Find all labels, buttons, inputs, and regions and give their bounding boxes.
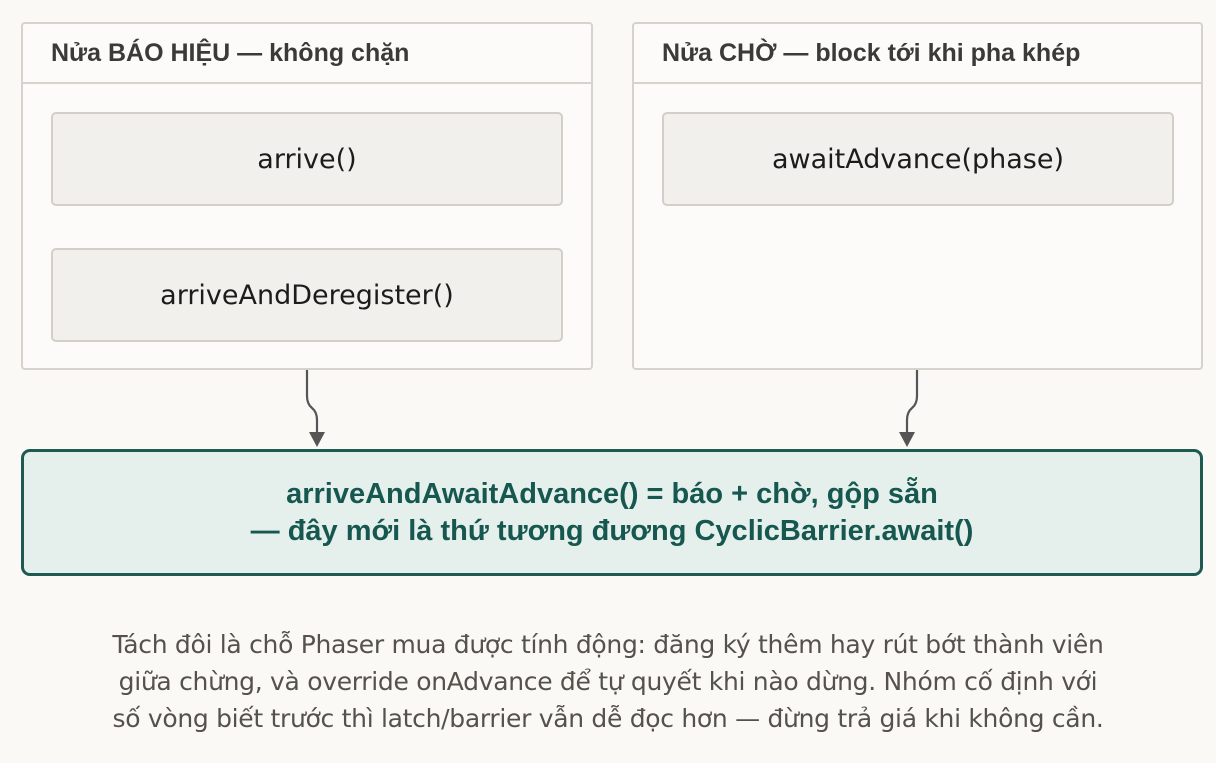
wait-arrowhead <box>899 432 915 447</box>
explanation-caption: Tách đôi là chỗ Phaser mua được tính độn… <box>0 626 1216 737</box>
signal-arrowhead <box>309 432 325 447</box>
signal-to-combined-arrow <box>305 370 319 432</box>
await-advance-method: awaitAdvance(phase) <box>662 112 1174 206</box>
combined-line-1: arriveAndAwaitAdvance() = báo + chờ, gộp… <box>286 477 938 510</box>
wait-half-title: Nửa CHỜ — block tới khi pha khép <box>634 24 1201 84</box>
combined-method-box: arriveAndAwaitAdvance() = báo + chờ, gộp… <box>21 449 1203 576</box>
arrive-method: arrive() <box>51 112 563 206</box>
signal-half-title: Nửa BÁO HIỆU — không chặn <box>23 24 591 84</box>
caption-line-2: giữa chừng, và override onAdvance để tự … <box>118 667 1098 696</box>
caption-line-3: số vòng biết trước thì latch/barrier vẫn… <box>112 704 1104 733</box>
wait-half-group: Nửa CHỜ — block tới khi pha khép awaitAd… <box>632 22 1203 370</box>
caption-line-1: Tách đôi là chỗ Phaser mua được tính độn… <box>112 630 1104 659</box>
signal-half-group: Nửa BÁO HIỆU — không chặn arrive() arriv… <box>21 22 593 370</box>
combined-line-2: — đây mới là thứ tương đương CyclicBarri… <box>250 514 974 547</box>
arrive-and-deregister-method: arriveAndDeregister() <box>51 248 563 342</box>
wait-to-combined-arrow <box>905 370 919 432</box>
